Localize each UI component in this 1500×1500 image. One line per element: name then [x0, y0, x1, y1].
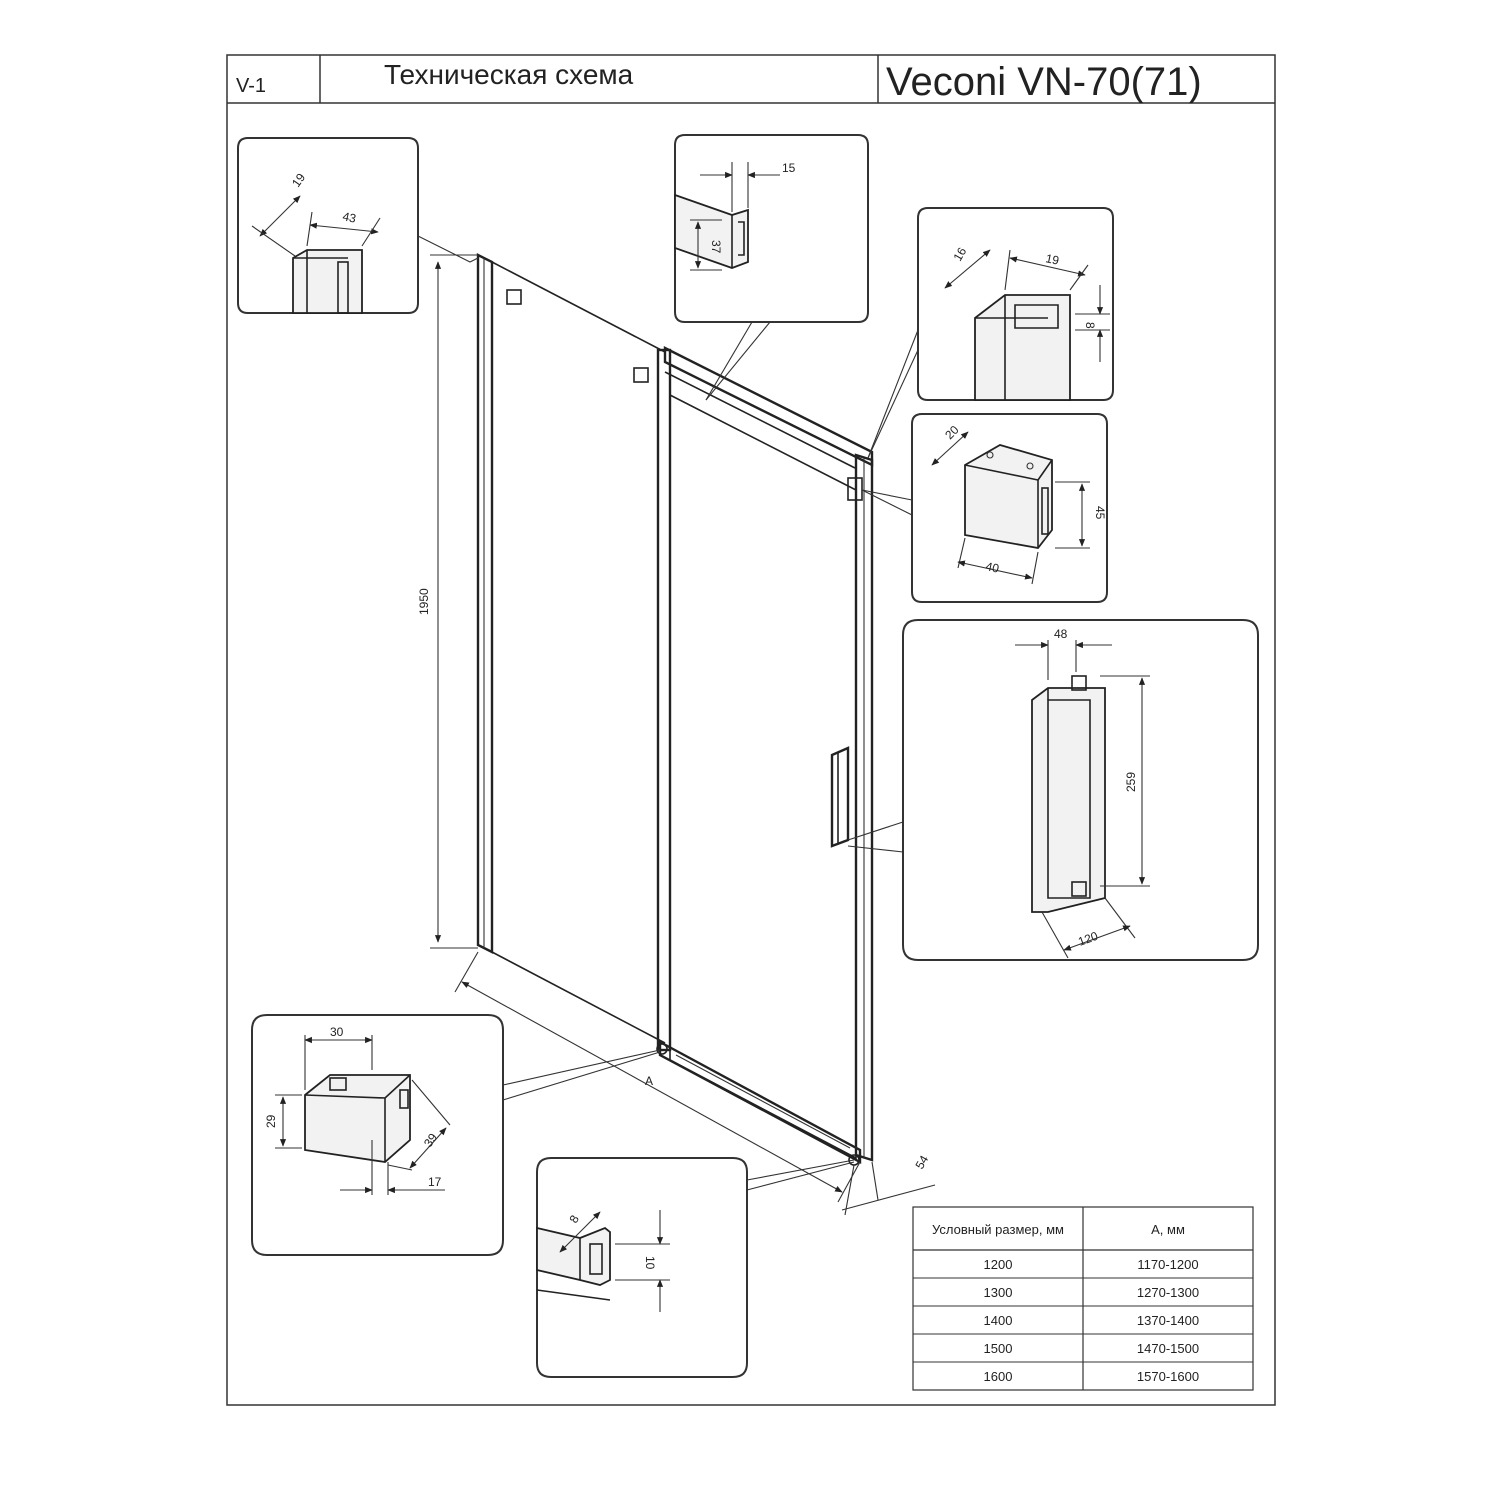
offset-value: 54	[912, 1153, 931, 1172]
svg-text:8: 8	[1083, 322, 1097, 329]
detail-bottom-guide: 30 29 39 17	[251, 1014, 661, 1256]
table-cell: 1200	[984, 1257, 1013, 1272]
model-name: Veconi VN-70(71)	[886, 60, 1202, 104]
detail-corner-profile: 16 19 8	[867, 207, 1114, 459]
width-label: A	[645, 1074, 653, 1088]
height-value: 1950	[417, 588, 431, 615]
table-cell: 1370-1400	[1137, 1313, 1199, 1328]
table-cell: 1400	[984, 1313, 1013, 1328]
shower-door-assembly	[476, 253, 874, 1166]
svg-text:16: 16	[950, 245, 969, 264]
table-cell: 1270-1300	[1137, 1285, 1199, 1300]
svg-text:15: 15	[782, 161, 796, 175]
drawing-frame	[226, 54, 1276, 1406]
table-cell: 1170-1200	[1137, 1257, 1198, 1272]
table-cell: 1470-1500	[1137, 1341, 1199, 1356]
width-dimension: A	[454, 951, 861, 1203]
offset-dimension: 54	[841, 1153, 936, 1216]
table-cell: 1600	[984, 1369, 1013, 1384]
detail-bracket: 20 45 40	[861, 413, 1108, 603]
version-label: V-1	[236, 75, 266, 97]
title-block: V-1 Техническая схема Veconi VN-70(71)	[227, 55, 1275, 104]
svg-text:10: 10	[643, 1256, 657, 1270]
table-cell: 1570-1600	[1137, 1369, 1199, 1384]
detail-threshold: 8 10	[536, 1157, 855, 1378]
table-header-a: А, мм	[1151, 1222, 1185, 1237]
detail-top-rail: 15 37	[674, 134, 869, 401]
svg-text:37: 37	[709, 240, 723, 254]
svg-text:43: 43	[341, 209, 357, 226]
table-cell: 1500	[984, 1341, 1013, 1356]
svg-text:30: 30	[330, 1025, 344, 1039]
size-table: Условный размер, мм А, мм 1200 1170-1200…	[912, 1206, 1254, 1391]
drawing-title: Техническая схема	[384, 59, 634, 90]
table-cell: 1300	[984, 1285, 1013, 1300]
svg-text:40: 40	[984, 559, 1000, 576]
svg-text:259: 259	[1124, 772, 1138, 792]
svg-text:45: 45	[1093, 506, 1107, 520]
svg-text:48: 48	[1054, 627, 1068, 641]
height-dimension: 1950	[417, 254, 478, 949]
svg-text:120: 120	[1076, 929, 1100, 949]
svg-text:29: 29	[264, 1114, 278, 1128]
svg-text:17: 17	[428, 1175, 442, 1189]
detail-wall-profile: 19 43	[237, 137, 479, 314]
svg-text:19: 19	[1044, 251, 1060, 268]
detail-handle: 48 259 120	[847, 619, 1259, 961]
table-header-size: Условный размер, мм	[932, 1222, 1064, 1237]
